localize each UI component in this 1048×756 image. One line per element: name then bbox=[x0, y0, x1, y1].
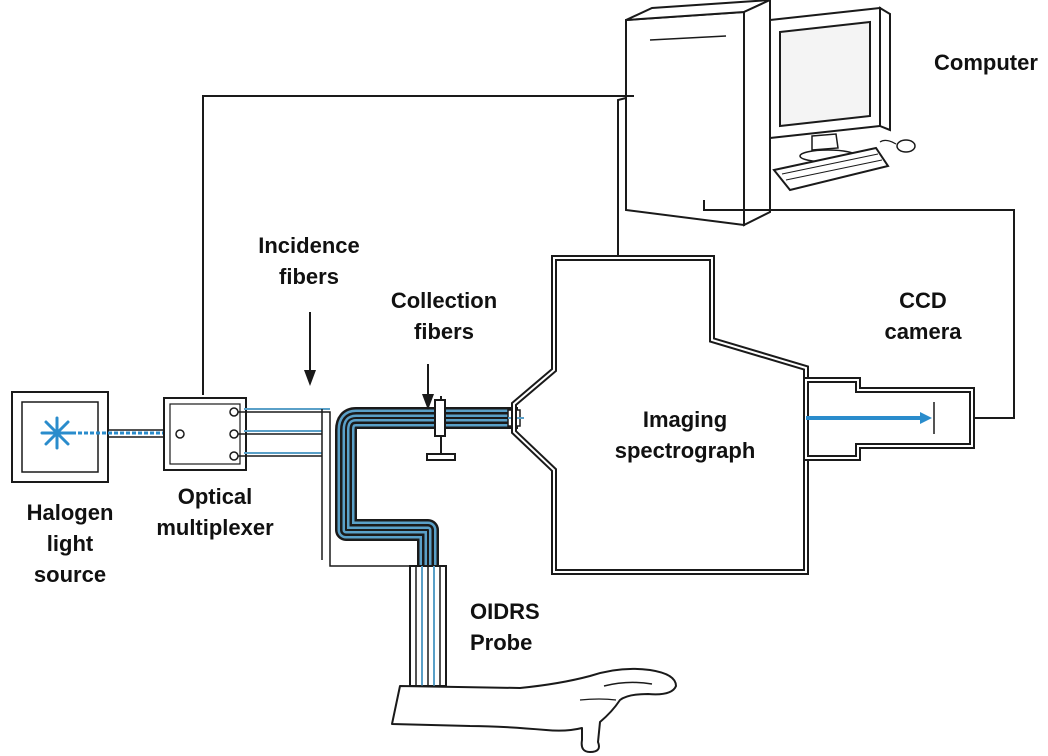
imaging-spectrograph bbox=[511, 255, 809, 575]
keyboard bbox=[772, 146, 890, 192]
incidence-fibers bbox=[238, 408, 415, 567]
computer-label: Computer bbox=[934, 50, 1038, 75]
wire-ccd-to-computer bbox=[703, 200, 1015, 419]
collection-arrow bbox=[422, 364, 434, 410]
arm-hand bbox=[391, 667, 677, 753]
wire-multiplexer-to-computer bbox=[202, 95, 634, 395]
lamp-icon bbox=[40, 416, 74, 450]
ccd-camera bbox=[803, 377, 975, 461]
halogen-light-source bbox=[11, 391, 109, 483]
wire-spectrograph-to-computer bbox=[617, 97, 627, 258]
collection-fiber-bundle bbox=[335, 407, 518, 690]
computer-monitor bbox=[769, 6, 891, 163]
incidence-arrow bbox=[304, 312, 316, 386]
computer-tower bbox=[625, 0, 771, 227]
optical-multiplexer bbox=[163, 397, 247, 471]
mouse bbox=[879, 139, 916, 153]
ccd-light-arrow bbox=[806, 412, 932, 424]
oidrs-probe bbox=[409, 565, 447, 687]
fiber-holder bbox=[426, 396, 456, 461]
